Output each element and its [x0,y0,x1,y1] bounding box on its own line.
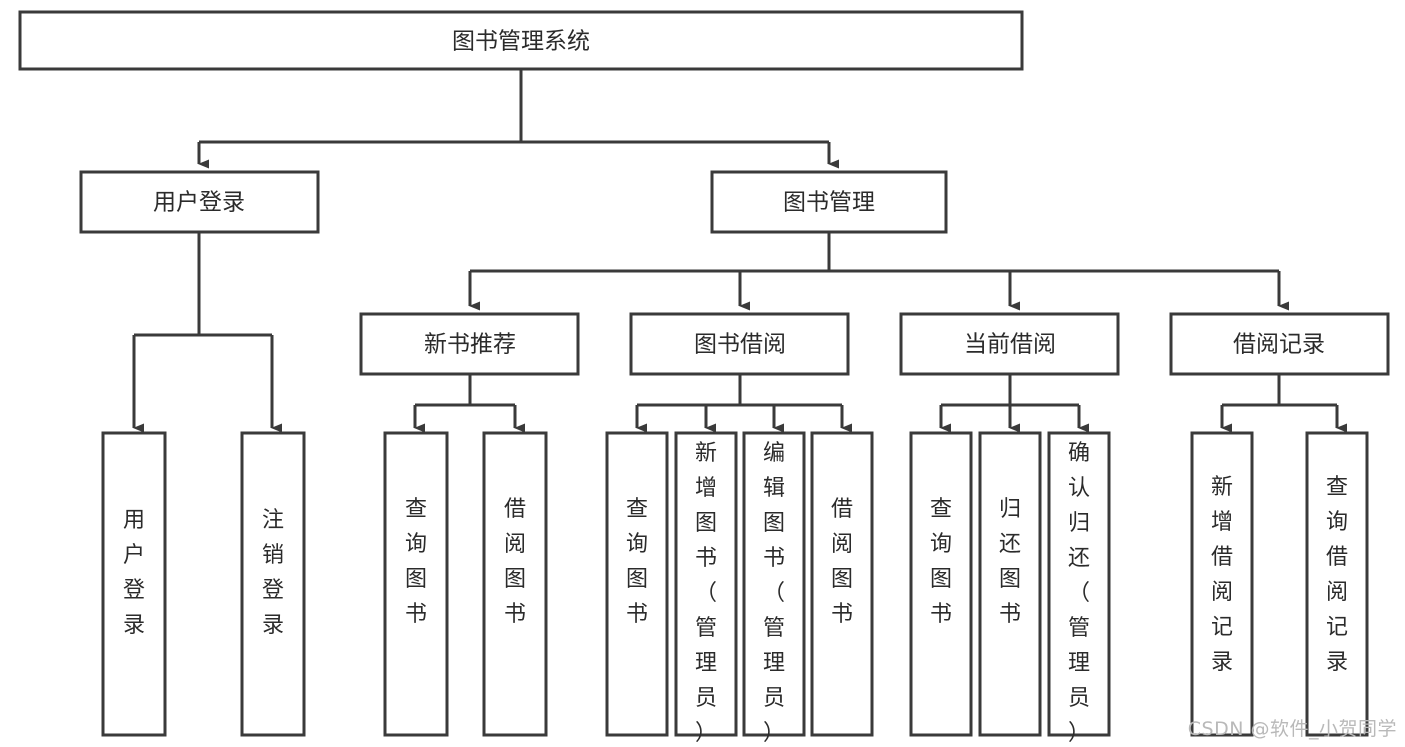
leaf-currentborrow-confirm-return[interactable]: 确认归还（管理员） [1047,431,1111,746]
node-current-borrow-label: 当前借阅 [964,332,1056,358]
leaf-user-login-login[interactable]: 用户登录 [101,431,167,737]
csdn-watermark: CSDN @软件_小贺同学 [1187,718,1397,740]
node-new-book-recommend-label: 新书推荐 [424,332,516,358]
leaf-currentborrow-query-book[interactable]: 查询图书 [909,431,973,737]
node-new-book-recommend[interactable]: 新书推荐 [359,312,580,376]
node-current-borrow[interactable]: 当前借阅 [899,312,1120,376]
leaf-borrowrecord-add-record[interactable]: 新增借阅记录 [1190,431,1254,737]
leaf-bookborrow-add-book[interactable]: 新增图书（管理员） [674,431,738,746]
leaf-borrowrecord-query-record-label: 查询借阅记录 [1326,475,1348,675]
leaf-bookborrow-edit-book[interactable]: 编辑图书（管理员） [742,431,806,746]
leaf-user-login-logout[interactable]: 注销登录 [240,431,306,737]
node-book-borrow[interactable]: 图书借阅 [629,312,850,376]
node-borrow-record-label: 借阅记录 [1233,332,1325,358]
node-user-login[interactable]: 用户登录 [79,170,320,234]
connector-newbook-to-leaves [413,374,525,433]
leaf-borrowrecord-add-record-label: 新增借阅记录 [1211,475,1233,675]
node-borrow-record[interactable]: 借阅记录 [1169,312,1390,376]
leaf-currentborrow-return-book[interactable]: 归还图书 [978,431,1042,737]
node-root[interactable]: 图书管理系统 [18,10,1024,71]
node-book-management-label: 图书管理 [783,190,875,216]
connector-userlogin-to-leaves [132,232,282,433]
node-root-label: 图书管理系统 [452,29,590,55]
leaf-bookborrow-edit-book-label: 编辑图书（管理员） [763,441,785,746]
leaf-user-login-login-label: 用户登录 [123,508,145,638]
leaf-bookborrow-query-book-label: 查询图书 [626,497,648,627]
leaf-newbook-query-book-label: 查询图书 [405,497,427,627]
leaf-currentborrow-confirm-return-label: 确认归还（管理员） [1068,441,1090,746]
leaf-bookborrow-borrow-book[interactable]: 借阅图书 [810,431,874,737]
leaf-currentborrow-query-book-label: 查询图书 [930,497,952,627]
leaf-bookborrow-query-book[interactable]: 查询图书 [605,431,669,737]
leaf-currentborrow-return-book-label: 归还图书 [999,497,1021,627]
connector-root-to-level2 [197,69,839,169]
connector-borrowrecord-to-leaves [1220,374,1347,433]
node-book-management[interactable]: 图书管理 [710,170,948,234]
connector-bookmgmt-to-level3 [468,232,1289,311]
leaf-bookborrow-add-book-label: 新增图书（管理员） [695,441,717,746]
connector-currentborrow-to-leaves [939,374,1089,433]
leaf-newbook-borrow-book[interactable]: 借阅图书 [482,431,548,737]
leaf-newbook-query-book[interactable]: 查询图书 [383,431,449,737]
node-user-login-label: 用户登录 [153,190,245,216]
leaf-user-login-logout-label: 注销登录 [262,508,284,638]
node-book-borrow-label: 图书借阅 [694,332,786,358]
leaf-bookborrow-borrow-book-label: 借阅图书 [831,497,853,627]
leaf-newbook-borrow-book-label: 借阅图书 [504,497,526,627]
leaf-borrowrecord-query-record[interactable]: 查询借阅记录 [1305,431,1369,737]
connector-bookborrow-to-leaves [635,374,852,433]
